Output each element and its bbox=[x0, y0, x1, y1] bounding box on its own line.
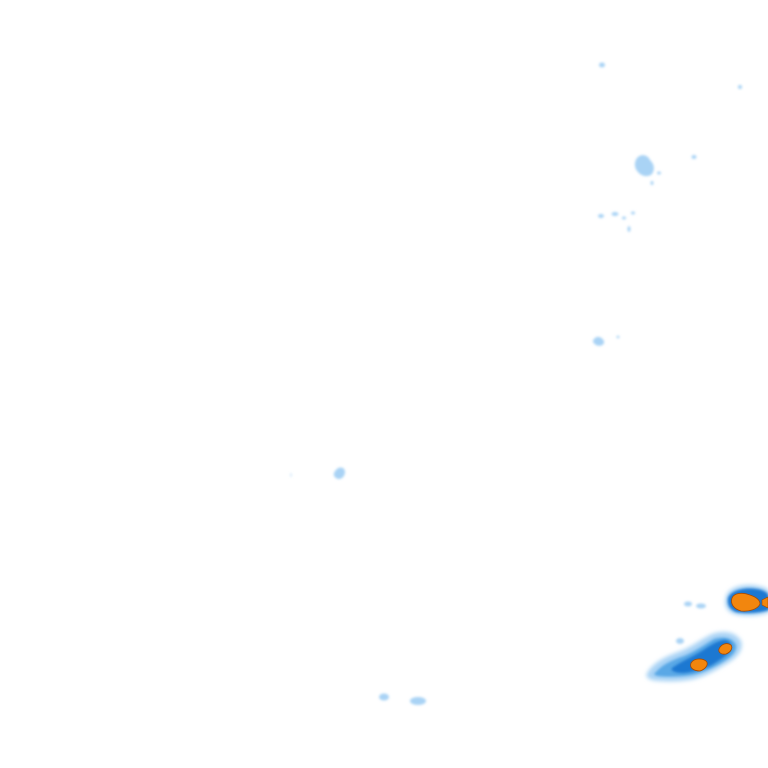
storm-cell-east bbox=[725, 585, 768, 616]
light-echo-cluster-upper bbox=[634, 155, 697, 185]
light-echo-center bbox=[290, 467, 345, 480]
light-echo-bottom-left bbox=[379, 693, 426, 705]
light-echo-cluster-middle bbox=[598, 211, 635, 232]
light-echo-top-1 bbox=[599, 62, 605, 68]
light-echo-top-2 bbox=[738, 85, 742, 89]
light-echo-bottom-right-small bbox=[676, 601, 706, 644]
light-echo-center-right bbox=[592, 335, 620, 346]
storm-band-southeast bbox=[646, 632, 742, 682]
